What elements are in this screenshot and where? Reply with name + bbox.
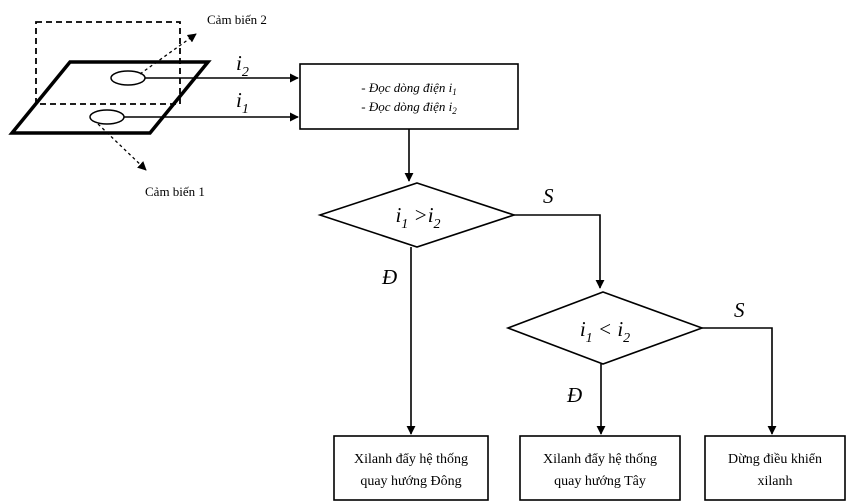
- decision1-no-arrow: [514, 214, 605, 289]
- read-i2-text: - Đọc dòng điện i2: [361, 99, 457, 116]
- read-current-box: - Đọc dòng điện i1 - Đọc dòng điện i2: [299, 63, 519, 130]
- output-stop-box: Dừng điều khiển xilanh: [704, 435, 846, 501]
- sensor-2-coil: [110, 70, 146, 86]
- output-stop-line1: Dừng điều khiển: [728, 452, 822, 467]
- output-east-line2: quay hướng Đông: [360, 474, 461, 489]
- sensor-2-label: Cảm biến 2: [207, 12, 267, 27]
- decision2-no-label: S: [734, 298, 745, 322]
- decision-1: i1 >i2: [317, 182, 517, 248]
- decision-2-condition: i1 < i2: [580, 317, 630, 346]
- decision2-yes-label: Đ: [566, 383, 582, 407]
- decision1-yes-label: Đ: [381, 265, 397, 289]
- read-i1-text: - Đọc dòng điện i1: [361, 80, 456, 97]
- sensor-1-panel: [8, 60, 212, 135]
- sensor-1-coil: [89, 109, 125, 125]
- output-west-box: Xilanh đẩy hệ thống quay hướng Tây: [519, 435, 681, 501]
- output-west-line1: Xilanh đẩy hệ thống: [543, 452, 657, 467]
- output-west-line2: quay hướng Tây: [554, 474, 646, 489]
- decision1-no-label: S: [543, 184, 554, 208]
- decision-2: i1 < i2: [505, 291, 705, 365]
- sensor-1-pointer: [97, 123, 147, 171]
- i1-label: i1: [236, 88, 249, 117]
- output-stop-line2: xilanh: [758, 474, 793, 489]
- output-east-box: Xilanh đẩy hệ thống quay hướng Đông: [333, 435, 489, 501]
- output-east-line1: Xilanh đẩy hệ thống: [354, 452, 468, 467]
- decision2-no-arrow: [702, 327, 777, 435]
- sensor-1-label: Cảm biến 1: [145, 184, 205, 199]
- sensor-2-pointer: [139, 33, 197, 75]
- decision-1-condition: i1 >i2: [395, 203, 440, 232]
- i2-label: i2: [236, 51, 249, 80]
- sensor-assembly: Cảm biến 2 Cảm biến 1: [8, 12, 267, 199]
- signal-lines: i2 i1: [124, 51, 299, 122]
